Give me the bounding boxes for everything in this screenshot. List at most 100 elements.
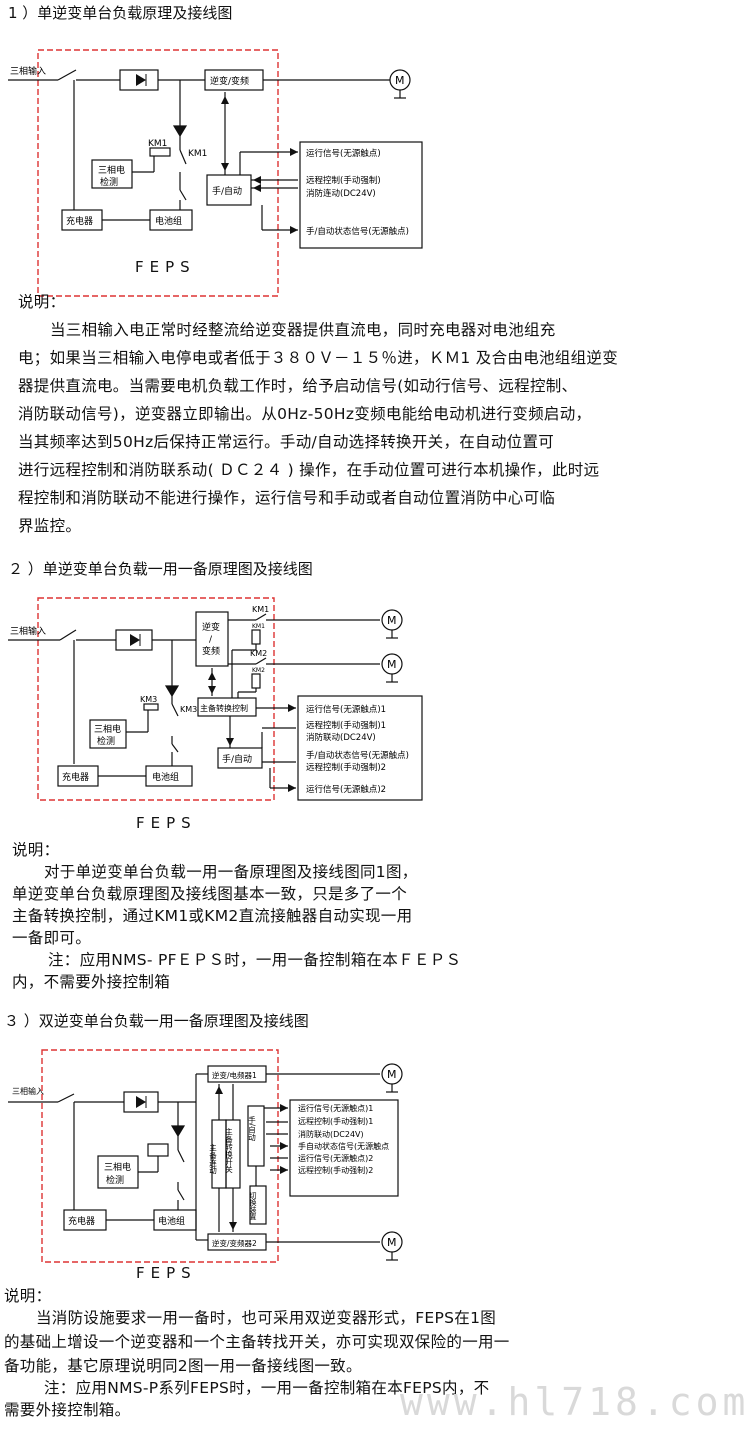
battery-label-3: 电池组 bbox=[158, 1215, 185, 1227]
switch-label-3: 手/自动 bbox=[247, 1115, 256, 1143]
motor2-label-2: M bbox=[387, 658, 397, 671]
km3-label-b: KM3 bbox=[180, 705, 197, 714]
external-terminal-box-2 bbox=[297, 695, 423, 801]
inverter-label-2c: 变频 bbox=[202, 645, 220, 657]
cut-device-label: 切换装置 bbox=[249, 1192, 257, 1220]
km2-small-2: KM2 bbox=[252, 667, 265, 674]
charger-label: 充电器 bbox=[66, 215, 93, 227]
inverter-bottom-label: 逆变/变频器2 bbox=[212, 1238, 257, 1248]
battery-label-2: 电池组 bbox=[152, 771, 179, 783]
motor1-label-3: M bbox=[387, 1068, 397, 1081]
para1-line6: 进行远程控制和消防联系动( ＤＣ２４ ) 操作，在手动位置可进行本机操作，此时远 bbox=[18, 461, 600, 479]
signal3-6: 远程控制(手动强制)2 bbox=[298, 1165, 373, 1175]
signal3-4: 手自动状态信号(无源触点 bbox=[298, 1141, 389, 1151]
master-switch-label: 主备转换开关 bbox=[224, 1127, 233, 1175]
signal3-1: 运行信号(无源触点)1 bbox=[298, 1103, 373, 1113]
feps-boundary-2 bbox=[37, 597, 275, 801]
para3-line2: 的基础上增设一个逆变器和一个主备转找开关，亦可实现双保险的一用一 bbox=[4, 1333, 510, 1351]
km1-label-upper: KM1 bbox=[148, 139, 167, 149]
signal-fire: 消防连动(DC24V) bbox=[306, 188, 376, 199]
detect-label-3-1: 三相电 bbox=[104, 1161, 131, 1173]
feps-boundary bbox=[37, 49, 279, 297]
signal2-2: 远程控制(手动强制)1 bbox=[306, 720, 386, 731]
detect-label-2: 检测 bbox=[100, 176, 118, 188]
input-label-2: 三相输入 bbox=[10, 625, 46, 637]
battery-box bbox=[149, 209, 193, 231]
switch-label-2: 手/自动 bbox=[222, 753, 252, 765]
para3-line5: 需要外接控制箱。 bbox=[4, 1401, 131, 1419]
signal2-1: 运行信号(无源触点)1 bbox=[306, 704, 386, 715]
para2-line3: 主备转换控制，通过KM1或KM2直流接触器自动实现一用 bbox=[12, 907, 413, 925]
signal3-2: 远程控制(手动强制)1 bbox=[298, 1116, 373, 1126]
input-label: 三相输入 bbox=[10, 65, 46, 77]
section1-title: 1 ）单逆变单台负载原理及接线图 bbox=[8, 4, 233, 22]
km3-label-a: KM3 bbox=[140, 695, 157, 704]
para2-line5: 注：应用NMS- PFＥＰＳ时，一用一备控制箱在本ＦＥＰＳ bbox=[48, 951, 462, 969]
para1-line2: 电；如果当三相输入电停电或者低于３８０Ｖ－１５％进，ＫＭ1 及合由电池组组逆变 bbox=[18, 349, 618, 367]
signal-remote: 远程控制(手动强制) bbox=[306, 175, 381, 186]
para1-line1: 当三相输入电正常时经整流给逆变器提供直流电，同时充电器对电池组充 bbox=[50, 321, 556, 339]
battery-label: 电池组 bbox=[155, 215, 182, 227]
external-terminal-box-3 bbox=[289, 1099, 399, 1197]
signal-state: 手/自动状态信号(无源触点) bbox=[306, 226, 409, 237]
note-label-3: 说明： bbox=[4, 1287, 52, 1305]
input-label-3: 三相输入 bbox=[12, 1086, 44, 1096]
inverter-top-label: 逆变/电频器1 bbox=[212, 1070, 257, 1080]
detect-label-2-1: 三相电 bbox=[94, 723, 121, 735]
signal2-3: 消防联动(DC24V) bbox=[306, 732, 376, 743]
para1-line3: 器提供直流电。当需要电机负载工作时，给予启动信号(如动行信号、远程控制、 bbox=[18, 377, 578, 395]
para2-line6: 内，不需要外接控制箱 bbox=[12, 973, 171, 991]
para3-line3: 备功能，基它原理说明同2图一用一备接线图一致。 bbox=[4, 1357, 362, 1375]
detection-box bbox=[91, 159, 133, 189]
motor-label: M bbox=[395, 74, 405, 87]
master-control-box bbox=[197, 697, 257, 717]
feps-label-3: FEPS bbox=[136, 1264, 197, 1282]
km1-small-2: KM1 bbox=[252, 623, 265, 630]
detect-label-2-2: 检测 bbox=[97, 735, 115, 747]
switch-box bbox=[206, 174, 252, 206]
switch-label: 手/自动 bbox=[212, 185, 242, 197]
inverter-label: 逆变/变频 bbox=[210, 75, 249, 87]
para2-line4: 一备即可。 bbox=[12, 929, 92, 947]
diagram2: 三相输入 逆变 / 变频 KM1 KM1 KM2 KM2 KM3 KM3 三相电… bbox=[8, 597, 423, 801]
detect-label-3-2: 检测 bbox=[106, 1174, 124, 1186]
watermark: www.hl718.com bbox=[400, 1380, 749, 1424]
inverter-box-2 bbox=[195, 611, 229, 667]
para3-line4: 注：应用NMS-P系列FEPS时，一用一备控制箱在本FEPS内，不 bbox=[44, 1379, 490, 1397]
feps-label-2: FEPS bbox=[136, 814, 197, 832]
signal3-5: 运行信号(无源触点)2 bbox=[298, 1153, 373, 1163]
para2-line1: 对于单逆变单台负载一用一备原理图及接线图同1图， bbox=[44, 863, 418, 881]
para1-line5: 当其频率达到50Hz后保持正常运行。手动/自动选择转换开关，在自动位置可 bbox=[18, 433, 555, 451]
motor2-label-3: M bbox=[387, 1236, 397, 1249]
feps-label-1: FEPS bbox=[135, 258, 196, 276]
note-label-1: 说明： bbox=[18, 293, 66, 311]
section3-title: ３ ）双逆变单台负载一用一备原理图及接线图 bbox=[4, 1012, 309, 1030]
para1-line4: 消防联动信号)，逆变器立即输出。从0Hz-50Hz变频电能给电动机进行变频启动， bbox=[18, 405, 592, 423]
inverter-label-2b: / bbox=[209, 635, 213, 645]
para1-line7: 程控制和消防联动不能进行操作，运行信号和手动或者自动位置消防中心可临 bbox=[18, 489, 556, 507]
detect-label-1: 三相电 bbox=[98, 164, 125, 176]
feps-boundary-3 bbox=[41, 1049, 279, 1263]
note-label-2: 说明： bbox=[12, 841, 60, 859]
charger-label-2: 充电器 bbox=[62, 771, 89, 783]
cut-device-box bbox=[249, 1185, 267, 1225]
km2-label-2: KM2 bbox=[250, 649, 267, 658]
external-terminal-box bbox=[299, 141, 423, 249]
para2-line2: 单逆变单台负载原理图及接线图基本一致，只是多了一个 bbox=[12, 885, 408, 903]
charger-label-3: 充电器 bbox=[68, 1215, 95, 1227]
signal2-4: 手/自动状态信号(无源触点) bbox=[306, 750, 409, 761]
signal2-6: 运行信号(无源触点)2 bbox=[306, 784, 386, 795]
km1-label-lower: KM1 bbox=[188, 149, 207, 159]
para3-line1: 当消防设施要求一用一备时，也可采用双逆变器形式，FEPS在1图 bbox=[36, 1309, 497, 1327]
signal-run: 运行信号(无源触点) bbox=[306, 148, 381, 159]
signal2-5: 远程控制(手动强制)2 bbox=[306, 762, 386, 773]
para1-line8: 界监控。 bbox=[18, 517, 82, 535]
master-label-2: 主备转换控制 bbox=[200, 703, 248, 713]
master-link-label: 主备连动 bbox=[208, 1143, 217, 1176]
section2-title: ２ ）单逆变单台负载一用一备原理图及接线图 bbox=[8, 560, 313, 578]
diagram3: 三相输入 逆变/电频器1 逆变/变频器2 主备连动 主备转换开关 手/自动 切换… bbox=[8, 1049, 403, 1263]
inverter-label-2a: 逆变 bbox=[202, 621, 220, 633]
switch-box-2 bbox=[217, 747, 263, 769]
diagram1: 三相输入 逆变/变频 KM1 KM1 三相电 检测 充电器 电池组 手/自动 M… bbox=[8, 49, 423, 297]
motor1-label-2: M bbox=[387, 614, 397, 627]
